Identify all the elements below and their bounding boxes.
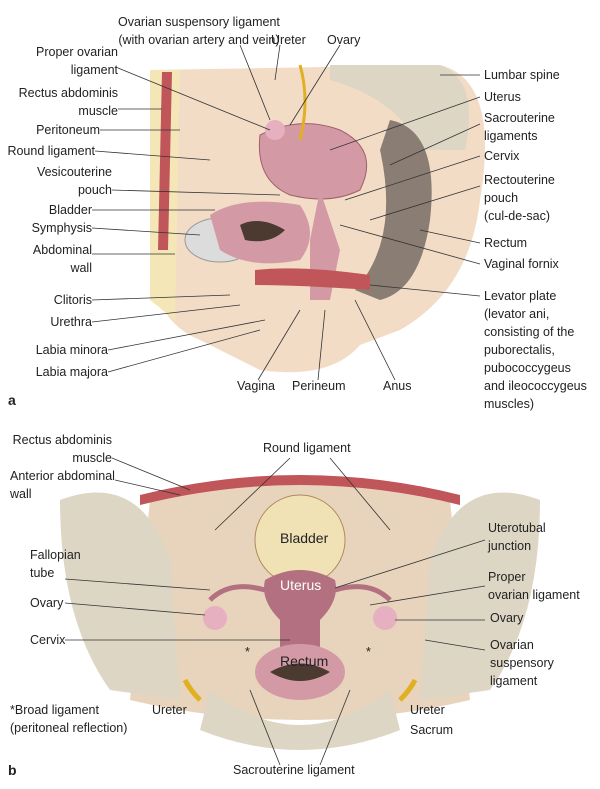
- label-vagina: Vagina: [237, 379, 275, 393]
- label-perineum: Perineum: [292, 379, 346, 393]
- figure-letter-a: a: [8, 392, 16, 408]
- label-b-bladder: Bladder: [280, 530, 329, 546]
- label-b-ureter-right: Ureter: [410, 703, 445, 717]
- label-ovarian-suspensory-ligament: Ovarian suspensory ligament(with ovarian…: [118, 15, 280, 47]
- label-b-ovary-right: Ovary: [490, 611, 524, 625]
- label-cervix: Cervix: [484, 149, 520, 163]
- label-b-uterus: Uterus: [280, 577, 322, 593]
- sagittal-section: [150, 64, 485, 373]
- label-labia-minora: Labia minora: [35, 343, 108, 357]
- label-round-ligament: Round ligament: [7, 144, 95, 158]
- label-clitoris: Clitoris: [53, 293, 92, 307]
- label-b-ureter-left: Ureter: [152, 703, 187, 717]
- label-b-ovary-left: Ovary: [30, 596, 64, 610]
- label-anus: Anus: [383, 379, 412, 393]
- label-vaginal-fornix: Vaginal fornix: [484, 257, 559, 271]
- label-rectum: Rectum: [484, 236, 528, 250]
- label-b-round-ligament: Round ligament: [263, 441, 351, 455]
- figure-letter-b: b: [8, 762, 17, 778]
- label-lumbar-spine: Lumbar spine: [484, 68, 560, 82]
- label-b-rectum: Rectum: [280, 653, 329, 669]
- leader-lines-a: [91, 44, 481, 381]
- asterisk-left: *: [245, 645, 250, 659]
- label-labia-majora: Labia majora: [35, 365, 108, 379]
- asterisk-right: *: [366, 645, 371, 659]
- label-uterus: Uterus: [484, 90, 521, 104]
- label-bladder: Bladder: [48, 203, 92, 217]
- label-sacrum: Sacrum: [410, 723, 454, 737]
- label-b-sacrouterine-ligament: Sacrouterine ligament: [233, 763, 355, 777]
- label-urethra: Urethra: [50, 315, 92, 329]
- label-broad-ligament: *Broad ligament(peritoneal reflection): [10, 703, 128, 735]
- superior-view: [60, 475, 540, 750]
- label-ovary: Ovary: [327, 33, 361, 47]
- label-ureter: Ureter: [271, 33, 306, 47]
- label-symphysis: Symphysis: [31, 221, 92, 235]
- label-b-cervix: Cervix: [30, 633, 66, 647]
- label-levator-plate: Levator plate(levator ani,consisting of …: [484, 289, 587, 411]
- leader-lines-b: [64, 457, 486, 766]
- label-peritoneum: Peritoneum: [36, 123, 100, 137]
